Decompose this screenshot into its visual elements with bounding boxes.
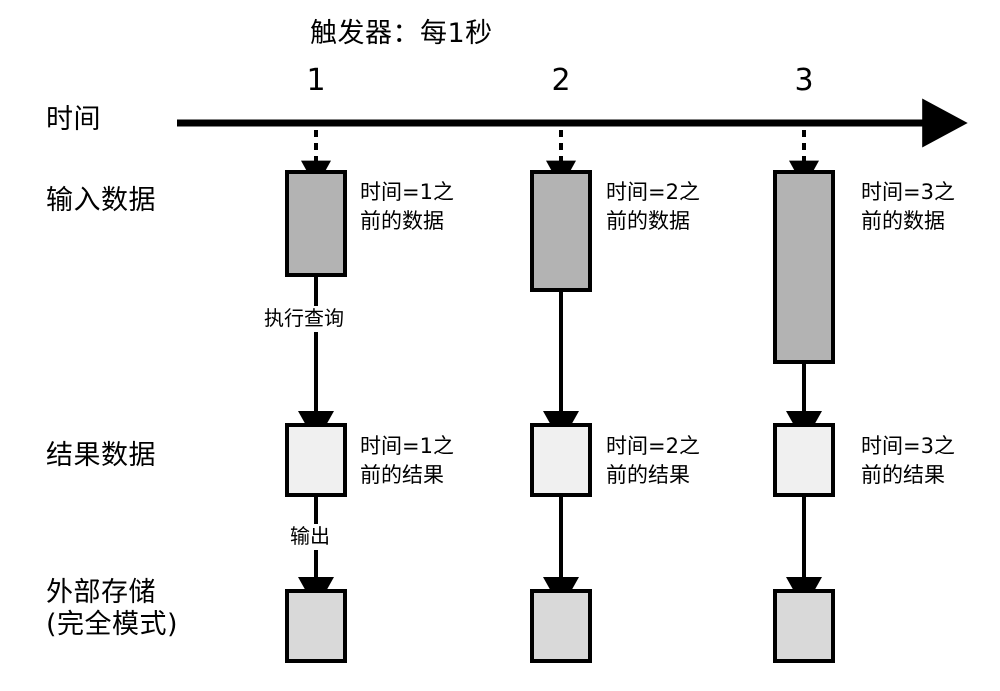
result-data-box-1 [285,423,347,497]
input-data-note-2: 时间=2之 前的数据 [606,180,700,233]
execute-query-label: 执行查询 [261,306,347,332]
external-sink-box-1 [285,589,347,663]
row-label-time: 时间 [46,104,101,135]
external-sink-box-2 [530,589,592,663]
result-data-note-2: 时间=2之 前的结果 [606,434,700,487]
row-label-result-data: 结果数据 [46,440,156,471]
input-data-note-3: 时间=3之 前的数据 [861,180,955,233]
external-sink-box-3 [773,589,835,663]
result-data-note-3: 时间=3之 前的结果 [861,434,955,487]
input-data-note-1: 时间=1之 前的数据 [360,180,454,233]
axis-tick-label-1: 1 [306,63,326,98]
result-data-note-1: 时间=1之 前的结果 [360,434,454,487]
input-data-box-3 [773,170,835,364]
row-label-input-data: 输入数据 [46,185,156,216]
trigger-title: 触发器：每1秒 [310,18,493,49]
input-data-box-2 [530,170,592,292]
result-data-box-3 [773,423,835,497]
result-data-box-2 [530,423,592,497]
axis-tick-label-3: 3 [794,63,814,98]
axis-tick-label-2: 2 [551,63,571,98]
output-label: 输出 [287,524,333,550]
row-label-external-sink: 外部存储 (完全模式) [46,577,179,640]
input-data-box-1 [285,170,347,277]
